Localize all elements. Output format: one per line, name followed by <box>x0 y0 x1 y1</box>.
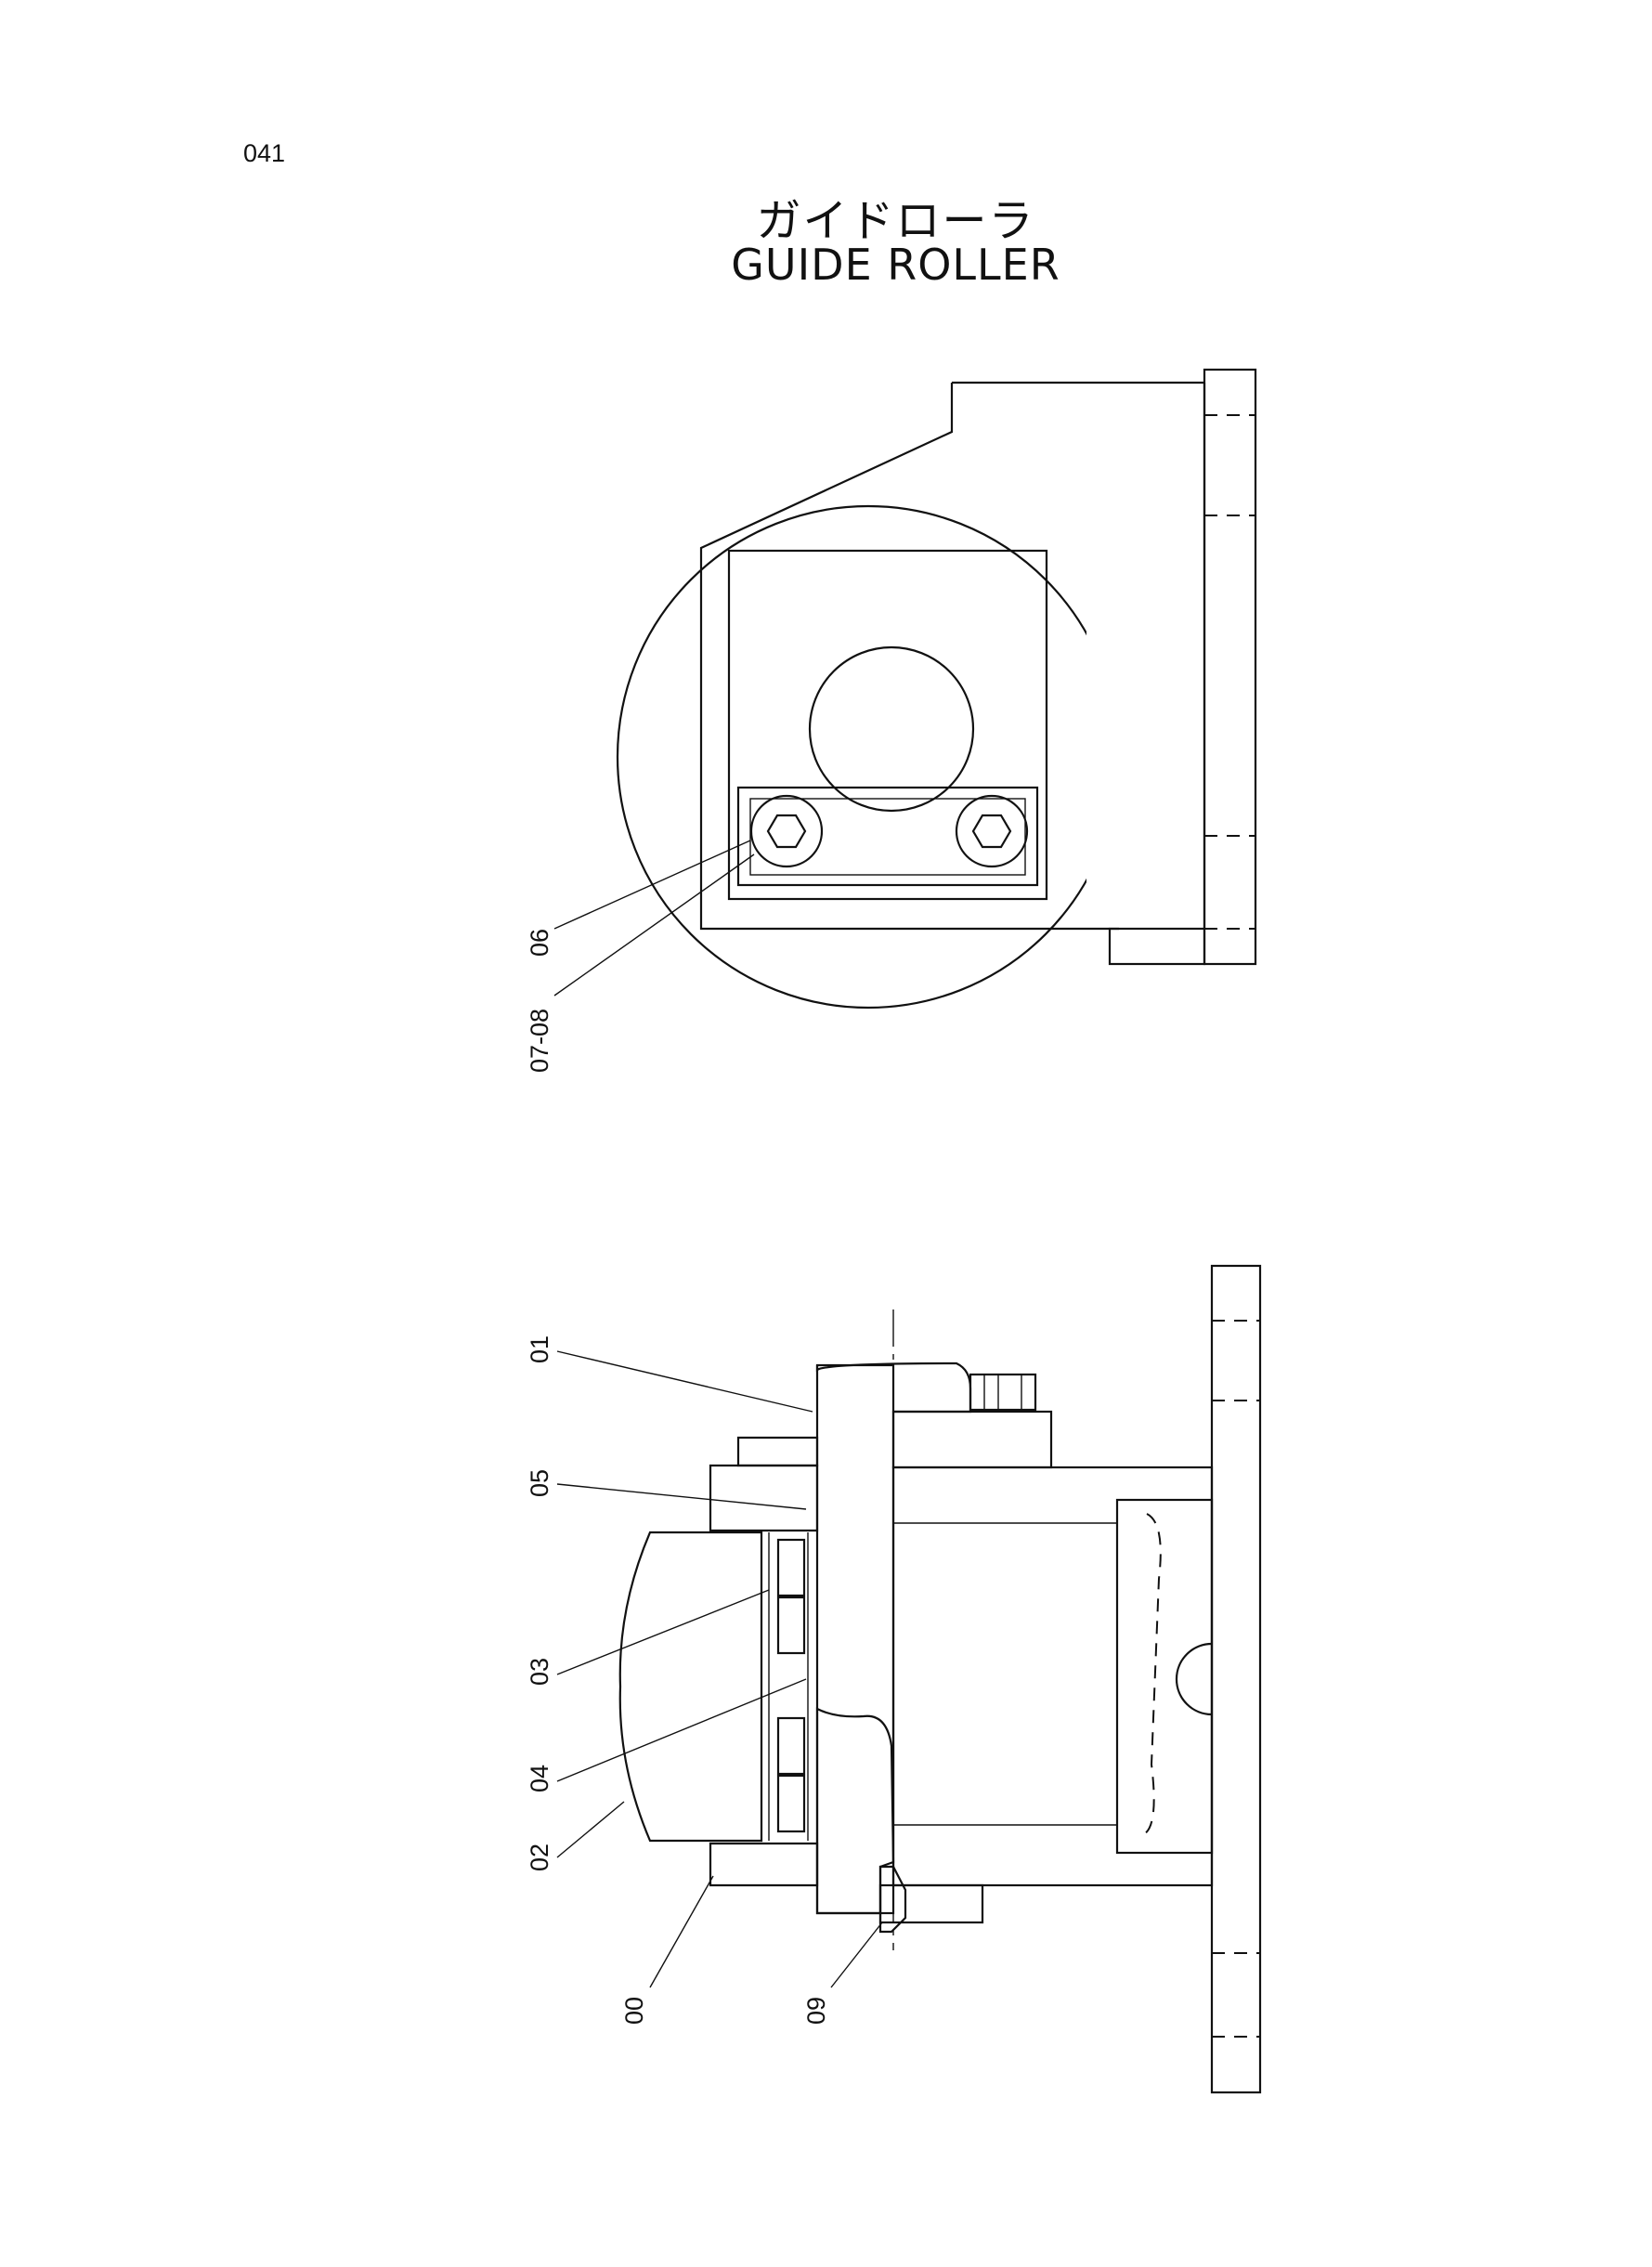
callout-07-08: 07-08 <box>526 1009 553 1073</box>
callout-03: 03 <box>526 1658 553 1686</box>
top-collar <box>709 1464 819 1532</box>
mounting-flange <box>1203 368 1257 966</box>
callout-06: 06 <box>526 929 553 957</box>
callout-04: 04 <box>526 1765 553 1792</box>
callout-05: 05 <box>526 1469 553 1497</box>
shaft-end <box>808 645 975 813</box>
bolt-left <box>749 794 824 868</box>
title-english: GUIDE ROLLER <box>731 240 1060 290</box>
page-number: 041 <box>243 139 286 167</box>
bolt-right <box>955 794 1029 868</box>
shaft <box>815 1363 895 1915</box>
bottom-collar <box>815 1707 895 1915</box>
section-bracket <box>891 1466 1214 1887</box>
title-japanese: ガイドローラ <box>756 195 1035 247</box>
top-view <box>553 368 1257 1010</box>
callout-01: 01 <box>526 1335 553 1363</box>
callout-labels: 06 07-08 01 05 03 04 02 00 09 <box>526 929 830 2025</box>
bearing-rollers <box>768 1532 809 1841</box>
callout-02: 02 <box>526 1844 553 1871</box>
callout-09: 09 <box>802 1997 830 2025</box>
roller-section <box>618 1531 763 1843</box>
section-view <box>556 1264 1262 2094</box>
bracket-body <box>699 383 1119 931</box>
section-flange <box>1210 1264 1262 2094</box>
retainer-plate <box>727 549 1048 901</box>
roller-outline <box>616 504 1121 1010</box>
lock-plate <box>736 786 1039 887</box>
callout-00: 00 <box>620 1997 648 2025</box>
